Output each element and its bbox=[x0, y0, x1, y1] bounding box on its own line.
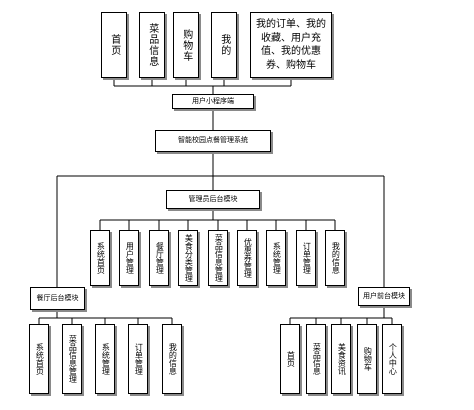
system-root-node: 智能校园点餐管理系统 bbox=[155, 130, 271, 152]
admin-node-system-management: 系统管理 bbox=[266, 230, 286, 286]
frontend-node-home: 首页 bbox=[280, 324, 300, 394]
restaurant-node-system-management: 系统管理 bbox=[95, 324, 115, 394]
top-node-mine: 我的 bbox=[211, 12, 237, 78]
top-node-dish-info: 菜品信息 bbox=[139, 12, 165, 78]
admin-node-food-category-management: 美食分类管理 bbox=[178, 230, 198, 286]
restaurant-module-node: 餐厅后台模块 bbox=[30, 287, 85, 310]
frontend-node-dish-info: 菜品信息 bbox=[306, 324, 326, 394]
top-node-mine-details: 我的订单、我的收藏、用户充值、我的优惠券、购物车 bbox=[250, 12, 332, 78]
frontend-node-personal-center: 个人中心 bbox=[382, 324, 402, 394]
restaurant-node-my-info: 我的信息 bbox=[162, 324, 182, 394]
admin-node-dish-info-management: 菜品信息管理 bbox=[208, 230, 228, 286]
admin-node-user-management: 用户管理 bbox=[119, 230, 139, 286]
admin-node-coupon-management: 优惠券管理 bbox=[237, 230, 257, 286]
admin-module-node: 管理员后台模块 bbox=[166, 190, 260, 209]
top-node-home: 首页 bbox=[101, 12, 127, 78]
user-frontend-module-node: 用户前台模块 bbox=[358, 287, 410, 306]
admin-node-order-management: 订单管理 bbox=[296, 230, 316, 286]
admin-node-system-home: 系统首页 bbox=[90, 230, 110, 286]
frontend-node-food-news: 美食资讯 bbox=[331, 324, 351, 394]
restaurant-node-system-home: 系统首页 bbox=[29, 324, 49, 394]
restaurant-node-order-management: 订单管理 bbox=[128, 324, 148, 394]
top-node-cart: 购物车 bbox=[173, 12, 199, 78]
admin-node-restaurant-management: 餐厅管理 bbox=[149, 230, 169, 286]
frontend-node-cart: 购物车 bbox=[357, 324, 377, 394]
user-client-node: 用户小程序端 bbox=[172, 94, 254, 109]
admin-node-my-info: 我的信息 bbox=[325, 230, 345, 286]
restaurant-node-dish-info-management: 菜品信息管理 bbox=[62, 324, 82, 394]
